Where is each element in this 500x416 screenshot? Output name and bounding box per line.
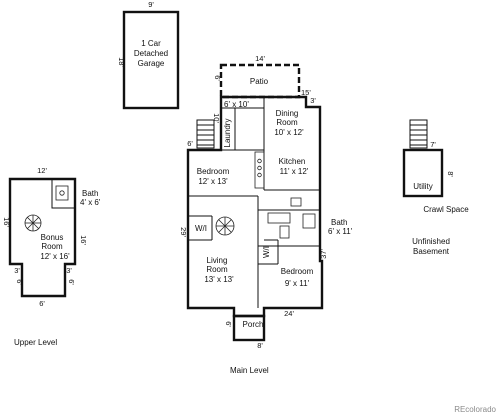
bedroom2-size: 9' x 11' [285, 279, 310, 288]
garage-label-line3: Garage [138, 59, 165, 68]
steps-dimension: 6' [187, 139, 193, 148]
walk-in-closet-label: W/I [195, 224, 207, 233]
garage-label-line2: Detached [134, 49, 168, 58]
living-room-label-line2: Room [206, 265, 228, 274]
kitchen-counter [254, 151, 265, 189]
patio-left-dimension: 6' [213, 75, 222, 81]
kitchen-sink-icon [290, 197, 302, 207]
crawl-space-plan: 7' 8' Utility Crawl Space [402, 119, 469, 214]
bedroom1-size: 12' x 13' [198, 177, 228, 186]
basement-label-line1: Unfinished [412, 237, 450, 246]
dimension-3ft: 3' [310, 96, 316, 105]
utility-top-dimension: 7' [430, 140, 436, 149]
porch-bottom-dimension: 8' [257, 341, 263, 350]
dining-room-label-line2: Room [276, 118, 298, 127]
main-left-dimension: 29' [179, 227, 188, 237]
watermark: REcolorado [454, 405, 496, 414]
detached-garage: 9' 18' 1 Car Detached Garage [117, 0, 180, 110]
upper-left-small-dimension-2: 6' [15, 279, 24, 285]
kitchen-size: 11' x 12' [280, 167, 309, 176]
living-room-size: 13' x 13' [204, 275, 234, 284]
upper-right-small-dimension-2: 6' [67, 279, 76, 285]
upper-top-dimension: 12' [37, 166, 47, 175]
bonus-room-label-line1: Bonus [41, 233, 64, 242]
porch-label: Porch [243, 320, 264, 329]
patio-top-dimension: 14' [255, 54, 265, 63]
upper-left-dimension: 16' [2, 217, 11, 227]
stove-icon [257, 158, 262, 164]
garage-label-line1: 1 Car [141, 39, 161, 48]
bedroom2-label: Bedroom [281, 267, 314, 276]
vanity-icon [302, 213, 316, 229]
upper-level-plan: 12' 16' 16' 3' 6' 3' 6' 6' Bath 4' x 6' … [2, 166, 101, 347]
bonus-room-size: 12' x 16' [40, 252, 70, 261]
toilet-icon [279, 225, 290, 239]
back-steps [196, 119, 215, 149]
bonus-room-label-line2: Room [41, 242, 63, 251]
laundry-dimension: 10' [212, 113, 221, 123]
living-room-label-line1: Living [207, 256, 228, 265]
porch-outline [232, 314, 266, 342]
laundry-label: Laundry [223, 119, 232, 148]
upper-bottom-dimension: 6' [39, 299, 45, 308]
dining-room-size: 10' x 12' [274, 128, 304, 137]
main-level-title: Main Level [230, 366, 269, 375]
dining-room-label-line1: Dining [276, 109, 299, 118]
upper-bath-size: 4' x 6' [80, 198, 101, 207]
patio-right-dimension: 15' [301, 88, 311, 97]
bedroom1-label: Bedroom [197, 167, 230, 176]
upper-left-small-dimension: 3' [14, 266, 20, 275]
main-level-plan: Patio 14' 6' 15' 3' 6' [179, 54, 353, 375]
patio-label: Patio [250, 77, 269, 86]
crawl-steps [409, 119, 428, 149]
porch-left-dimension: 6' [224, 321, 233, 327]
upper-level-title: Upper Level [14, 338, 57, 347]
crawl-space-label: Crawl Space [423, 205, 469, 214]
main-right-dimension: 37' [319, 249, 328, 259]
kitchen-label: Kitchen [279, 157, 306, 166]
main-bath-label: Bath [331, 218, 347, 227]
main-level-outline [186, 95, 324, 318]
utility-side-dimension: 8' [446, 171, 455, 177]
garage-outline [122, 10, 180, 110]
laundry-size: 6' x 10' [224, 100, 249, 109]
main-bath-size: 6' x 11' [328, 227, 353, 236]
upper-right-small-dimension: 3' [66, 266, 72, 275]
upper-right-dimension: 16' [79, 235, 88, 245]
utility-outline [402, 148, 444, 198]
main-bottom-dimension: 24' [284, 309, 294, 318]
bathtub-icon [267, 212, 291, 224]
upper-level-outline [8, 177, 77, 298]
garage-top-dimension: 9' [148, 0, 154, 9]
bathtub-icon [55, 185, 69, 201]
upper-bath-label: Bath [82, 189, 98, 198]
basement-label-line2: Basement [413, 247, 450, 256]
walk-in-closet-2-label: W/I [262, 246, 271, 258]
utility-label: Utility [413, 182, 433, 191]
sink-icon [59, 190, 65, 196]
upper-bath-wall [51, 179, 75, 209]
garage-side-dimension: 18' [117, 57, 126, 67]
